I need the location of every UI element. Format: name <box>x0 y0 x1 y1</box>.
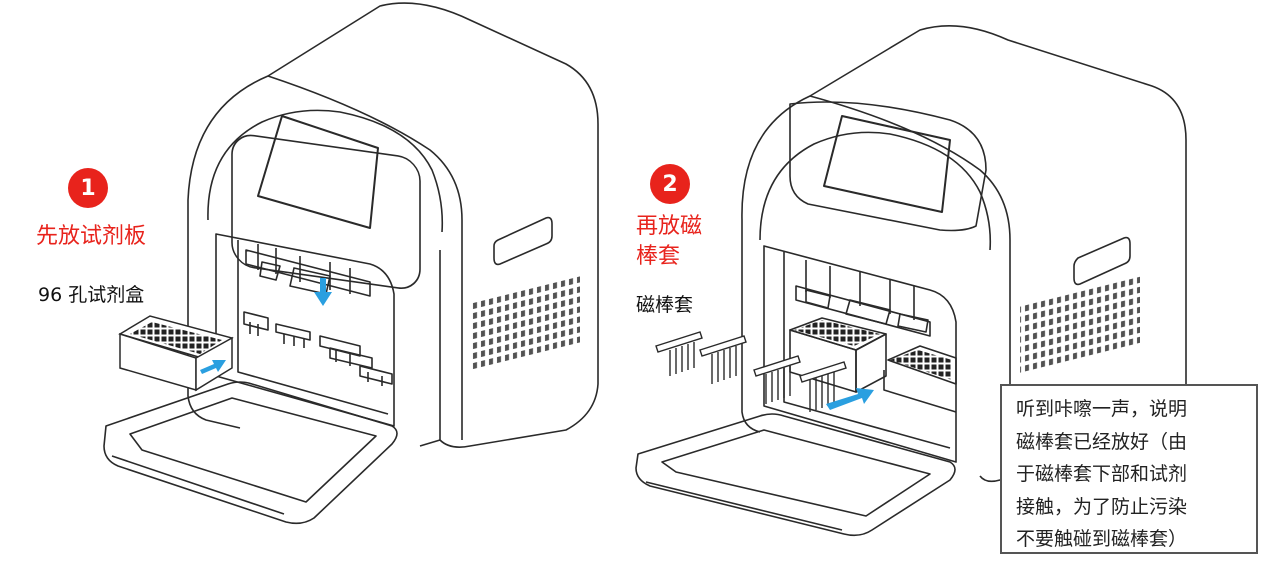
instrument-right-front <box>741 220 761 433</box>
step-1-badge: 1 <box>68 168 108 208</box>
tip-comb-3 <box>753 355 801 404</box>
note-box: 听到咔嚓一声，说明 磁棒套已经放好（由 于磁棒套下部和试剂 接触，为了防止污染 … <box>1000 384 1258 554</box>
reagent-box-label: 96 孔试剂盒 <box>38 284 145 306</box>
arrow-right-left <box>200 360 226 374</box>
step-2-title-line1: 再放磁 <box>636 214 703 239</box>
note-line: 于磁棒套下部和试剂 <box>1016 463 1188 485</box>
vents-right <box>1020 275 1140 376</box>
side-handle-left <box>493 216 553 266</box>
step-2-badge: 2 <box>650 164 690 204</box>
instrument-right <box>635 25 1187 537</box>
tip-combs <box>655 331 847 412</box>
chamber-right <box>763 245 957 463</box>
arrow-right-right <box>826 388 874 410</box>
note-line: 不要触碰到磁棒套） <box>1016 528 1188 550</box>
screen-right <box>823 115 951 213</box>
step-1-number: 1 <box>80 175 96 201</box>
vents-left <box>470 275 580 373</box>
note-line: 听到咔嚓一声，说明 <box>1016 398 1188 420</box>
step-2-title-line2: 棒套 <box>636 244 681 269</box>
screen-left <box>257 115 379 229</box>
door-right <box>635 413 956 537</box>
instrument-left <box>103 2 599 525</box>
side-handle-right <box>1073 236 1131 286</box>
tip-comb-1 <box>655 331 703 376</box>
arrow-down-left <box>314 278 332 306</box>
tip-comb-label: 磁棒套 <box>636 294 694 316</box>
plate-wells-right <box>794 320 880 346</box>
reagent-box-96 <box>118 315 234 392</box>
tip-comb-4 <box>799 361 847 412</box>
tip-comb-2 <box>699 335 747 384</box>
chamber-left <box>215 233 395 427</box>
step-1-title: 先放试剂板 <box>36 224 147 249</box>
step-2-number: 2 <box>662 171 678 197</box>
instrument-left-body <box>187 2 599 448</box>
note-line: 磁棒套已经放好（由 <box>1016 430 1188 453</box>
door-left <box>103 381 398 525</box>
note-line: 接触，为了防止污染 <box>1016 495 1188 518</box>
screen-bezel-left <box>231 134 421 289</box>
